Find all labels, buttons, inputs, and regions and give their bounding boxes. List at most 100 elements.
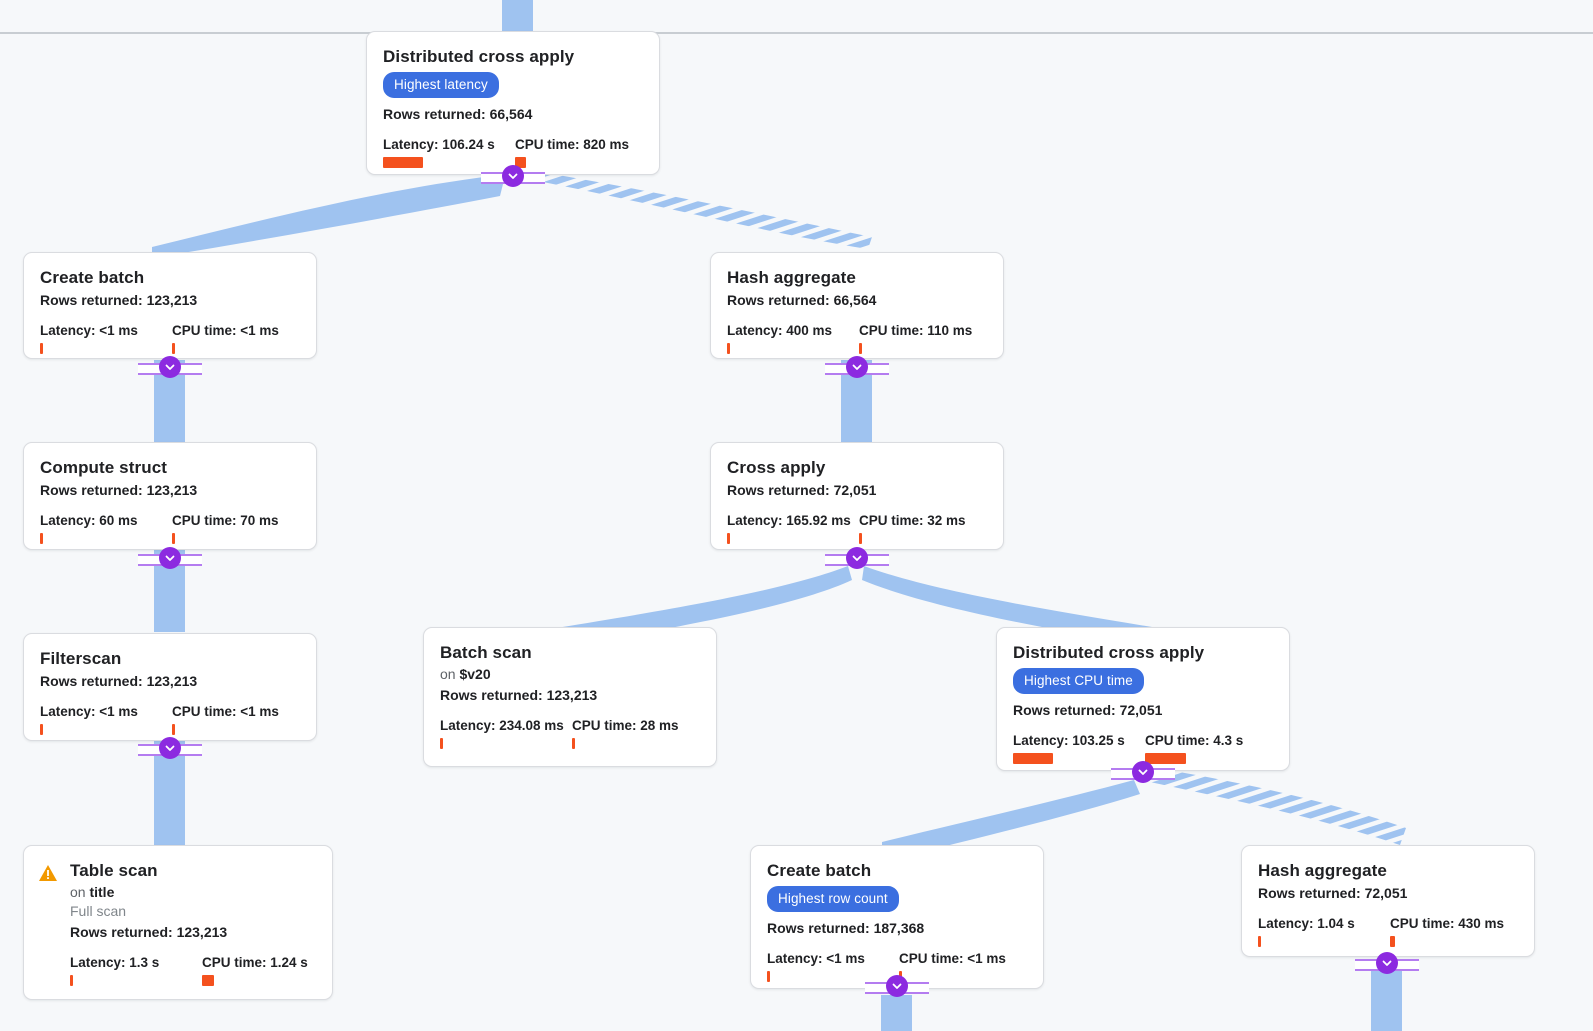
- edge-create-batch-bottom-outgoing: [881, 995, 912, 1031]
- latency-metric: Latency: 60 ms: [40, 513, 172, 544]
- collapse-toggle-compute-struct[interactable]: [138, 547, 202, 569]
- node-hash-aggregate-upper[interactable]: Hash aggregate Rows returned: 66,564 Lat…: [710, 252, 1004, 359]
- node-create-batch-bottom[interactable]: Create batch Highest row count Rows retu…: [750, 845, 1044, 989]
- cpu-bar: [172, 343, 175, 354]
- latency-label: Latency: 1.04 s: [1258, 916, 1355, 931]
- scan-type: Full scan: [70, 903, 127, 919]
- cpu-bar: [202, 975, 214, 986]
- collapse-toggle-create-batch-bottom[interactable]: [865, 975, 929, 997]
- node-distributed-cross-apply-cpu[interactable]: Distributed cross apply Highest CPU time…: [996, 627, 1290, 771]
- cpu-metric: CPU time: 4.3 s: [1145, 733, 1243, 764]
- latency-bar: [383, 157, 423, 168]
- latency-label: Latency: 234.08 ms: [440, 718, 564, 733]
- latency-metric: Latency: 106.24 s: [383, 137, 515, 168]
- node-title: Table scan: [70, 861, 158, 880]
- cpu-metric: CPU time: <1 ms: [172, 323, 279, 354]
- rows-returned: Rows returned: 123,213: [40, 673, 198, 689]
- node-title: Hash aggregate: [1258, 861, 1387, 880]
- latency-bar: [40, 343, 43, 354]
- cpu-metric: CPU time: 70 ms: [172, 513, 279, 544]
- cpu-metric: CPU time: 28 ms: [572, 718, 679, 749]
- rows-returned: Rows returned: 72,051: [1013, 702, 1163, 718]
- scan-target: on title: [70, 883, 316, 901]
- latency-metric: Latency: 1.3 s: [70, 955, 202, 986]
- status-badge: Highest row count: [767, 886, 899, 912]
- chevron-down-icon[interactable]: [1376, 952, 1398, 974]
- collapse-toggle-cross-apply[interactable]: [825, 547, 889, 569]
- cpu-bar: [859, 343, 862, 354]
- edge-incoming-root: [502, 0, 533, 35]
- collapse-toggle-hash-aggregate-upper[interactable]: [825, 356, 889, 378]
- cpu-label: CPU time: 70 ms: [172, 513, 279, 528]
- node-hash-aggregate-bottom[interactable]: Hash aggregate Rows returned: 72,051 Lat…: [1241, 845, 1535, 957]
- latency-label: Latency: 103.25 s: [1013, 733, 1125, 748]
- node-distributed-cross-apply-root[interactable]: Distributed cross apply Highest latency …: [366, 31, 660, 175]
- chevron-down-icon[interactable]: [502, 165, 524, 187]
- node-title: Batch scan: [440, 643, 532, 662]
- collapse-toggle-root[interactable]: [481, 165, 545, 187]
- chevron-down-icon[interactable]: [159, 547, 181, 569]
- cpu-label: CPU time: <1 ms: [899, 951, 1006, 966]
- collapse-toggle-distributed-cross-apply-cpu[interactable]: [1111, 761, 1175, 783]
- cpu-label: CPU time: <1 ms: [172, 323, 279, 338]
- node-batch-scan[interactable]: Batch scan on $v20 Rows returned: 123,21…: [423, 627, 717, 767]
- cpu-metric: CPU time: 32 ms: [859, 513, 966, 544]
- edge-dca-to-hash-aggregate: [1150, 768, 1406, 845]
- chevron-down-icon[interactable]: [886, 975, 908, 997]
- rows-returned: Rows returned: 72,051: [727, 482, 877, 498]
- node-title: Create batch: [40, 268, 145, 287]
- status-badge: Highest CPU time: [1013, 668, 1144, 694]
- collapse-toggle-create-batch-left[interactable]: [138, 356, 202, 378]
- status-badge: Highest latency: [383, 72, 499, 98]
- rows-returned: Rows returned: 123,213: [40, 292, 198, 308]
- chevron-down-icon[interactable]: [159, 356, 181, 378]
- node-table-scan[interactable]: Table scan on title Full scan Rows retur…: [23, 845, 333, 1000]
- latency-label: Latency: 400 ms: [727, 323, 833, 338]
- latency-metric: Latency: <1 ms: [40, 704, 172, 735]
- latency-metric: Latency: 103.25 s: [1013, 733, 1145, 764]
- latency-bar: [440, 738, 443, 749]
- chevron-down-icon[interactable]: [1132, 761, 1154, 783]
- latency-bar: [727, 533, 730, 544]
- node-compute-struct[interactable]: Compute struct Rows returned: 123,213 La…: [23, 442, 317, 550]
- cpu-bar: [572, 738, 575, 749]
- node-title: Hash aggregate: [727, 268, 856, 287]
- collapse-toggle-hash-aggregate-bottom[interactable]: [1355, 952, 1419, 974]
- cpu-label: CPU time: 28 ms: [572, 718, 679, 733]
- node-title: Filterscan: [40, 649, 122, 668]
- cpu-bar: [172, 724, 175, 735]
- node-create-batch-left[interactable]: Create batch Rows returned: 123,213 Late…: [23, 252, 317, 359]
- node-filterscan[interactable]: Filterscan Rows returned: 123,213 Latenc…: [23, 633, 317, 741]
- node-cross-apply[interactable]: Cross apply Rows returned: 72,051 Latenc…: [710, 442, 1004, 550]
- cpu-bar: [1145, 753, 1186, 764]
- edge-root-to-create-batch: [152, 176, 505, 258]
- chevron-down-icon[interactable]: [846, 356, 868, 378]
- warning-triangle-icon: [38, 864, 58, 882]
- rows-returned: Rows returned: 123,213: [70, 924, 228, 940]
- metrics: Latency: <1 ms CPU time: <1 ms: [40, 323, 300, 354]
- scan-target: on $v20: [440, 665, 700, 683]
- metrics: Latency: <1 ms CPU time: <1 ms: [767, 951, 1027, 982]
- latency-metric: Latency: <1 ms: [40, 323, 172, 354]
- edge-root-to-hash-aggregate: [522, 170, 872, 249]
- latency-label: Latency: <1 ms: [40, 323, 138, 338]
- latency-metric: Latency: 400 ms: [727, 323, 859, 354]
- latency-bar: [1013, 753, 1053, 764]
- latency-metric: Latency: <1 ms: [767, 951, 899, 982]
- cpu-bar: [859, 533, 862, 544]
- cpu-label: CPU time: 820 ms: [515, 137, 630, 152]
- toolbar-divider: [0, 32, 1593, 34]
- cpu-bar: [172, 533, 175, 544]
- latency-bar: [1258, 936, 1261, 947]
- collapse-toggle-filterscan[interactable]: [138, 737, 202, 759]
- chevron-down-icon[interactable]: [159, 737, 181, 759]
- chevron-down-icon[interactable]: [846, 547, 868, 569]
- cpu-metric: CPU time: 430 ms: [1390, 916, 1504, 947]
- cpu-metric: CPU time: 820 ms: [515, 137, 629, 168]
- cpu-label: CPU time: 4.3 s: [1145, 733, 1244, 748]
- latency-bar: [767, 971, 770, 982]
- target-name: title: [89, 884, 115, 900]
- cpu-bar: [515, 157, 526, 168]
- metrics: Latency: 400 ms CPU time: 110 ms: [727, 323, 987, 354]
